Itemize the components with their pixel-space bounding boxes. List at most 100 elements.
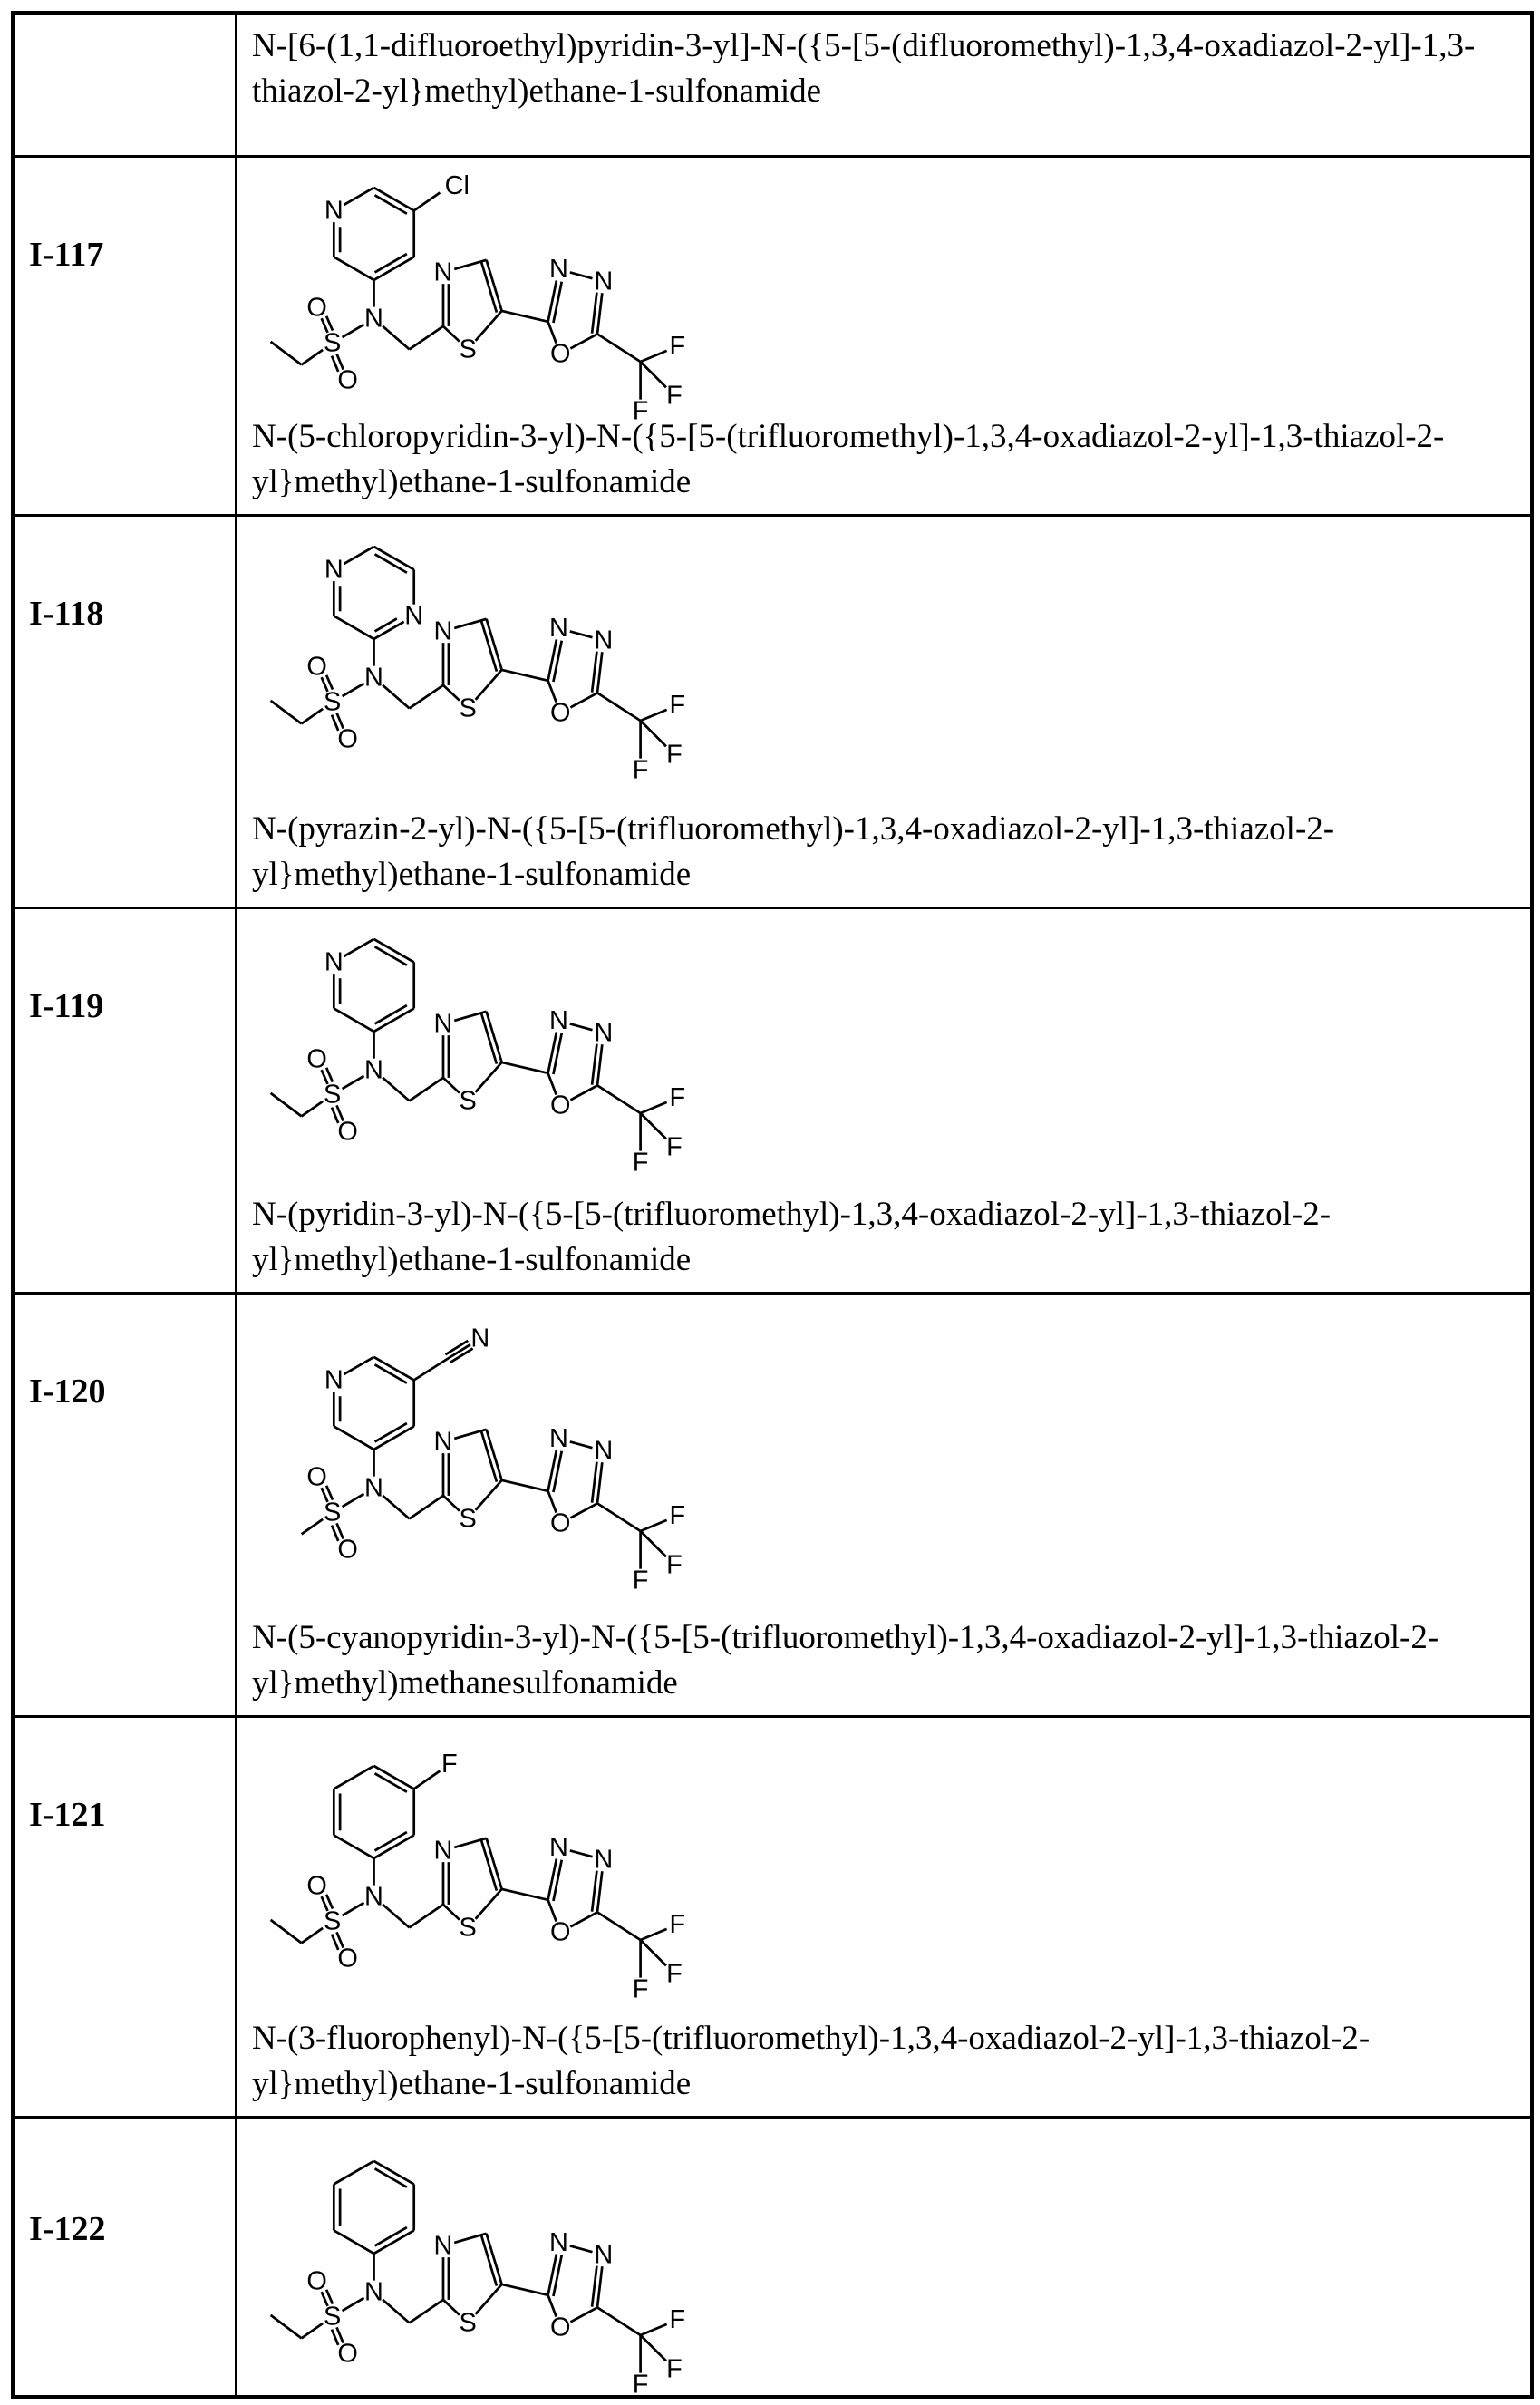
bond bbox=[592, 1044, 596, 1085]
compound-name: N-(5-chloropyridin-3-yl)-N-({5-[5-(trifl… bbox=[252, 414, 1517, 505]
compound-name: N-[6-(1,1-difluoroethyl)pyridin-3-yl]-N-… bbox=[252, 24, 1517, 114]
oxygen-atom-label: O bbox=[306, 294, 326, 323]
fluorine-atom-label: F bbox=[633, 2370, 649, 2399]
bond bbox=[570, 272, 593, 278]
oxygen-atom-label: O bbox=[550, 1091, 570, 1120]
bond bbox=[410, 1078, 443, 1101]
nitrogen-atom-label: N bbox=[434, 1836, 453, 1865]
oxygen-atom-label: O bbox=[550, 340, 570, 369]
bond bbox=[343, 1903, 364, 1915]
bond bbox=[570, 2307, 597, 2322]
bond bbox=[383, 1496, 409, 1519]
nitrogen-atom-label: N bbox=[594, 2241, 613, 2270]
bond bbox=[271, 1920, 302, 1944]
nitrogen-atom-label: N bbox=[549, 1006, 568, 1035]
sulfur-atom-label: S bbox=[324, 1081, 341, 1110]
bond bbox=[570, 334, 597, 348]
bond bbox=[597, 293, 602, 334]
nitrogen-atom-label: N bbox=[549, 1833, 568, 1862]
bond bbox=[476, 2284, 502, 2314]
compound-id-cell: I-117 bbox=[15, 158, 237, 514]
chemical-structure: NSOONSNNOFFFF bbox=[243, 1740, 736, 2002]
bond bbox=[641, 1531, 666, 1556]
bond bbox=[502, 2284, 548, 2295]
oxygen-atom-label: O bbox=[550, 1918, 570, 1947]
nitrogen-atom-label: N bbox=[434, 2231, 453, 2260]
fluorine-atom-label: F bbox=[670, 691, 686, 720]
bond bbox=[641, 2335, 666, 2361]
table-row: I-122 NSOONSNNOFFF bbox=[15, 2116, 1530, 2399]
nitrogen-atom-label: N bbox=[549, 255, 568, 284]
bond bbox=[570, 1085, 597, 1100]
bond bbox=[443, 326, 460, 342]
bond bbox=[597, 693, 641, 721]
sulfur-atom-label: S bbox=[460, 1504, 477, 1533]
oxygen-atom-label: O bbox=[337, 1535, 357, 1564]
oxygen-atom-label: O bbox=[306, 1872, 326, 1901]
bond bbox=[410, 685, 443, 709]
compound-id: I-122 bbox=[29, 2209, 105, 2249]
fluorine-atom-label: F bbox=[633, 1974, 649, 2003]
fluorine-atom-label: F bbox=[666, 381, 683, 410]
nitrogen-atom-label: N bbox=[434, 1427, 453, 1456]
ring-heteroatom-label: N bbox=[404, 601, 423, 630]
oxygen-atom-label: O bbox=[306, 2267, 326, 2296]
fluorine-atom-label: F bbox=[633, 1566, 649, 1595]
bond bbox=[570, 1441, 593, 1448]
fluorine-atom-label: F bbox=[670, 1083, 686, 1112]
bond bbox=[334, 1835, 373, 1857]
bond bbox=[476, 311, 502, 341]
bond bbox=[443, 1905, 460, 1920]
bond bbox=[334, 616, 373, 639]
bond bbox=[344, 547, 373, 564]
bond bbox=[570, 1850, 593, 1857]
bond bbox=[641, 1520, 667, 1531]
bond bbox=[502, 1480, 548, 1491]
compound-id: I-117 bbox=[29, 235, 103, 275]
nitrogen-atom-label: N bbox=[549, 1424, 568, 1453]
nitrogen-atom-label: N bbox=[364, 1055, 383, 1084]
bond bbox=[343, 1494, 364, 1507]
oxygen-atom-label: O bbox=[550, 699, 570, 728]
bond bbox=[641, 1929, 667, 1940]
bond bbox=[334, 1766, 373, 1789]
nitrogen-atom-label: N bbox=[594, 1437, 613, 1466]
ring-heteroatom-label: N bbox=[324, 1365, 344, 1394]
bond bbox=[410, 326, 443, 350]
compound-name: N-(3-fluorophenyl)-N-({5-[5-(trifluorome… bbox=[252, 2016, 1517, 2107]
bond bbox=[443, 685, 460, 701]
fluorine-atom-label: F bbox=[666, 1959, 683, 1988]
bond bbox=[592, 1462, 596, 1503]
bond bbox=[410, 2300, 443, 2323]
bond bbox=[344, 1357, 373, 1374]
bond bbox=[641, 1940, 666, 1965]
substituent-label: F bbox=[441, 1750, 458, 1779]
bond bbox=[302, 1928, 324, 1943]
ring-heteroatom-label: N bbox=[324, 196, 344, 225]
bond bbox=[570, 631, 593, 637]
bond bbox=[641, 1113, 666, 1139]
bond bbox=[570, 2245, 593, 2252]
nitrogen-atom-label: N bbox=[364, 2277, 383, 2306]
table-row: I-120 NNSOONSNNOFFFN N-(5-cyanopyridin-3… bbox=[15, 1292, 1530, 1715]
bond bbox=[443, 1496, 460, 1511]
fluorine-atom-label: F bbox=[666, 1550, 683, 1579]
chemical-structure: NNNSOONSNNOFFF bbox=[243, 520, 736, 782]
substituent-label: Cl bbox=[445, 171, 470, 200]
fluorine-atom-label: F bbox=[633, 1148, 649, 1177]
compound-id-cell: I-119 bbox=[15, 909, 237, 1292]
compound-id-cell: I-118 bbox=[15, 517, 237, 907]
bond bbox=[302, 350, 324, 364]
chemical-structure: NNSOONSNNOFFFN bbox=[243, 1331, 736, 1593]
nitrogen-atom-label: N bbox=[434, 257, 453, 286]
bond bbox=[641, 2324, 667, 2335]
bond bbox=[502, 670, 548, 681]
oxygen-atom-label: O bbox=[337, 1944, 357, 1973]
bond bbox=[383, 1078, 409, 1101]
bond bbox=[414, 192, 441, 210]
bond bbox=[597, 1462, 602, 1503]
compound-id: I-118 bbox=[29, 594, 103, 634]
nitrogen-atom-label: N bbox=[594, 626, 613, 655]
bond bbox=[302, 2323, 324, 2338]
bond bbox=[597, 1085, 641, 1113]
